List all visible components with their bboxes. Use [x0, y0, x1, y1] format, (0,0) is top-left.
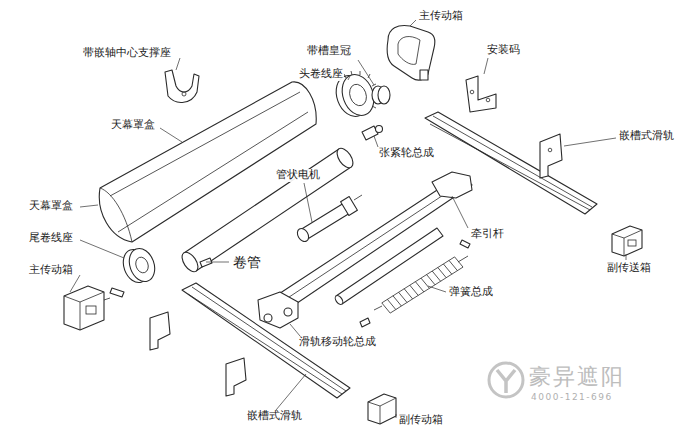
tail-spool-seat	[119, 245, 159, 286]
watermark-logo	[489, 363, 523, 397]
support-seat	[165, 70, 199, 102]
part-name: 牵引杆	[470, 228, 505, 241]
main-drive-box	[387, 26, 435, 81]
secondary-box	[368, 394, 396, 424]
grooved-crown	[372, 86, 390, 104]
part-name: 弹簧总成	[448, 286, 494, 299]
part-name: 副传动箱	[398, 414, 444, 427]
part-name: 主传动箱	[418, 10, 464, 23]
rail-bracket	[540, 134, 562, 178]
canopy-box	[99, 82, 316, 242]
part-name: 头卷线座	[298, 68, 344, 81]
spring	[374, 256, 468, 313]
mounting-bracket	[466, 76, 496, 112]
part-name: 主传动箱	[28, 264, 74, 277]
part-name: 管状电机	[275, 169, 321, 182]
part-name: 安装码	[486, 44, 521, 57]
main-drive-box	[64, 286, 110, 330]
part-name: 滑轨移动轮总成	[298, 336, 377, 349]
roller-tube	[179, 146, 356, 275]
leader-line	[70, 20, 626, 418]
part-name: 张紧轮总成	[378, 147, 435, 160]
part-name: 副传送箱	[606, 262, 652, 275]
watermark: 豪异遮阳	[528, 364, 626, 389]
part-name: 卷管	[232, 254, 262, 270]
part-name: 天幕罩盒	[110, 119, 156, 132]
tubular-motor	[295, 195, 362, 244]
part-name: 带槽皇冠	[306, 45, 352, 58]
pull-beam	[258, 172, 472, 328]
part-name: 天幕罩盒	[28, 200, 74, 213]
rod	[334, 228, 443, 306]
part-name: 尾卷线座	[28, 232, 74, 245]
secondary-box	[612, 226, 642, 256]
part-name: 嵌槽式滑轨	[618, 130, 675, 143]
part-name: 带嵌轴中心支撑座	[82, 47, 172, 60]
part-name: 嵌槽式滑轨	[246, 410, 303, 423]
rail-bracket	[150, 312, 246, 396]
watermark: 4000-121-696	[530, 392, 614, 402]
tension-wheel	[362, 126, 383, 141]
